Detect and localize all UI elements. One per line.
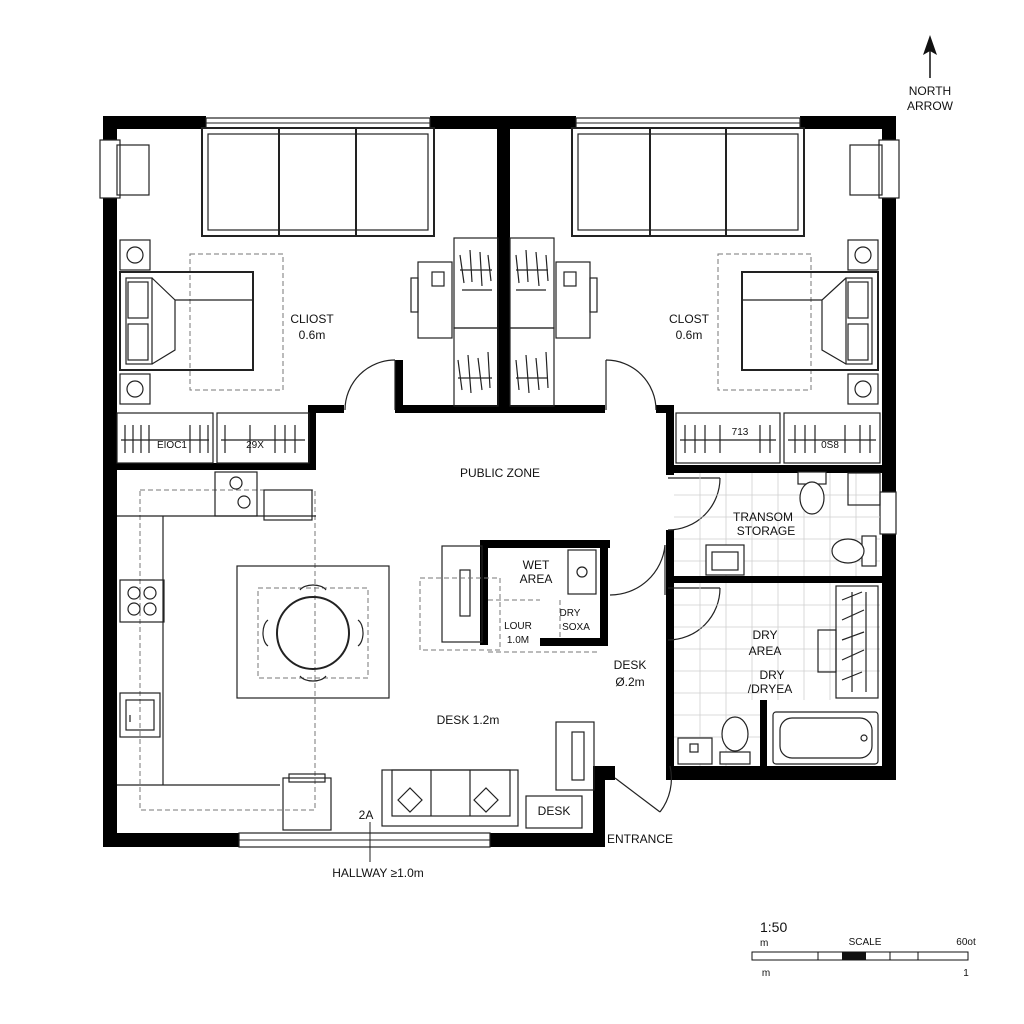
desk-right-bedroom: [555, 261, 598, 339]
basin-upper-icon: [705, 544, 745, 576]
bottom-window: [238, 832, 491, 848]
stove-icon: [119, 579, 165, 623]
north-arrow-label-2: ARROW: [907, 99, 954, 113]
desk-right-size: Ø.2m: [615, 675, 644, 689]
nightstand-icon: [119, 239, 151, 405]
door-entrance[interactable]: [614, 765, 673, 813]
top-window-left: [201, 117, 435, 237]
nightstand-right-icon: [847, 239, 879, 405]
shelf-label-3: 713: [732, 427, 749, 438]
dry-small-label: DRY: [560, 608, 581, 619]
desk-right-label: DESK: [614, 658, 647, 672]
center-cabinet: [419, 545, 501, 651]
bathroom-lower-tiles: [674, 583, 880, 766]
dining-table-icon: [236, 565, 390, 699]
scale-ratio: 1:50: [760, 919, 787, 935]
top-window-right: [571, 117, 805, 237]
door-width-label: LOUR: [504, 621, 532, 632]
dry-small-label-2: SOXA: [562, 622, 590, 633]
marker-2a: 2A: [359, 808, 374, 822]
shelf-label-1: EIOC1: [157, 440, 187, 451]
north-arrow-label: NORTH: [909, 84, 951, 98]
entrance-label: ENTRANCE: [607, 832, 673, 846]
shelf-label-2: 29X: [246, 440, 264, 451]
wet-area-label-2: AREA: [520, 572, 553, 586]
door-bathroom-upper[interactable]: [667, 477, 721, 531]
shelf-right: [675, 412, 881, 464]
dry-area-label-2: AREA: [749, 644, 782, 658]
toilet-upper-icon: [797, 471, 827, 515]
dry-area-2-label: DRY: [759, 668, 784, 682]
dry-area-label: DRY: [752, 628, 777, 642]
scale-unit-left: m: [760, 938, 768, 949]
hallway-label: HALLWAY ≥1.0m: [332, 866, 424, 880]
sofa-icon: [381, 769, 519, 827]
sink-icon: [119, 692, 161, 738]
kitchen-counter: [117, 471, 316, 811]
exterior-walls: [103, 116, 896, 847]
bathtub-icon: [772, 711, 879, 765]
dry-area-2-label-2: /DRYEA: [748, 682, 792, 696]
desk-small-box: [525, 795, 583, 829]
side-window-left: [99, 139, 150, 199]
desk-center-label: DESK 1.2m: [437, 713, 500, 727]
public-zone-label: PUBLIC ZONE: [460, 466, 540, 480]
bed-right: [717, 253, 879, 391]
shelf-label-4: 0S8: [821, 440, 839, 451]
door-bedroom-left[interactable]: [344, 359, 396, 411]
door-width-value: 1.0M: [507, 635, 529, 646]
side-window-bath: [879, 491, 897, 535]
dry-area-shelf: [817, 585, 879, 699]
north-arrow-icon: [923, 35, 937, 78]
scale-unit-right-bottom: 1: [963, 968, 969, 979]
scale-unit-right: 60ot: [956, 937, 976, 948]
tv-cabinet-icon: [555, 721, 595, 791]
interior-walls: [117, 128, 896, 780]
toilet-lower-icon: [719, 716, 751, 765]
door-bedroom-right[interactable]: [605, 359, 657, 411]
wet-area-label: WET: [523, 558, 550, 572]
closet-left-size: 0.6m: [299, 328, 326, 342]
toilet-side-icon: [831, 535, 877, 567]
bed-left: [119, 253, 284, 391]
scale-unit-left-bottom: m: [762, 968, 770, 979]
bathroom-upper-tiles: [674, 473, 880, 576]
basin-lower-icon: [677, 737, 713, 765]
closet-left-label: CLIOST: [290, 312, 334, 326]
scale-bar: [751, 951, 969, 961]
closet-right-size: 0.6m: [676, 328, 703, 342]
storage-corner: [847, 472, 881, 506]
desk-left: [410, 261, 453, 339]
chair-icon: [282, 773, 332, 831]
transom-label: TRANSOM: [733, 510, 793, 524]
closet-right-label: CLOST: [669, 312, 710, 326]
scale-title: SCALE: [849, 937, 882, 948]
wet-area-sink-icon: [567, 549, 597, 595]
door-bathroom-lower[interactable]: [667, 587, 721, 641]
wardrobe-right: [509, 237, 555, 407]
wardrobe-left: [453, 237, 499, 407]
shelf-left: [116, 412, 310, 464]
storage-label: STORAGE: [737, 524, 795, 538]
side-window-right: [849, 139, 900, 199]
door-side-hall[interactable]: [609, 544, 666, 596]
desk-small-label: DESK: [538, 804, 571, 818]
